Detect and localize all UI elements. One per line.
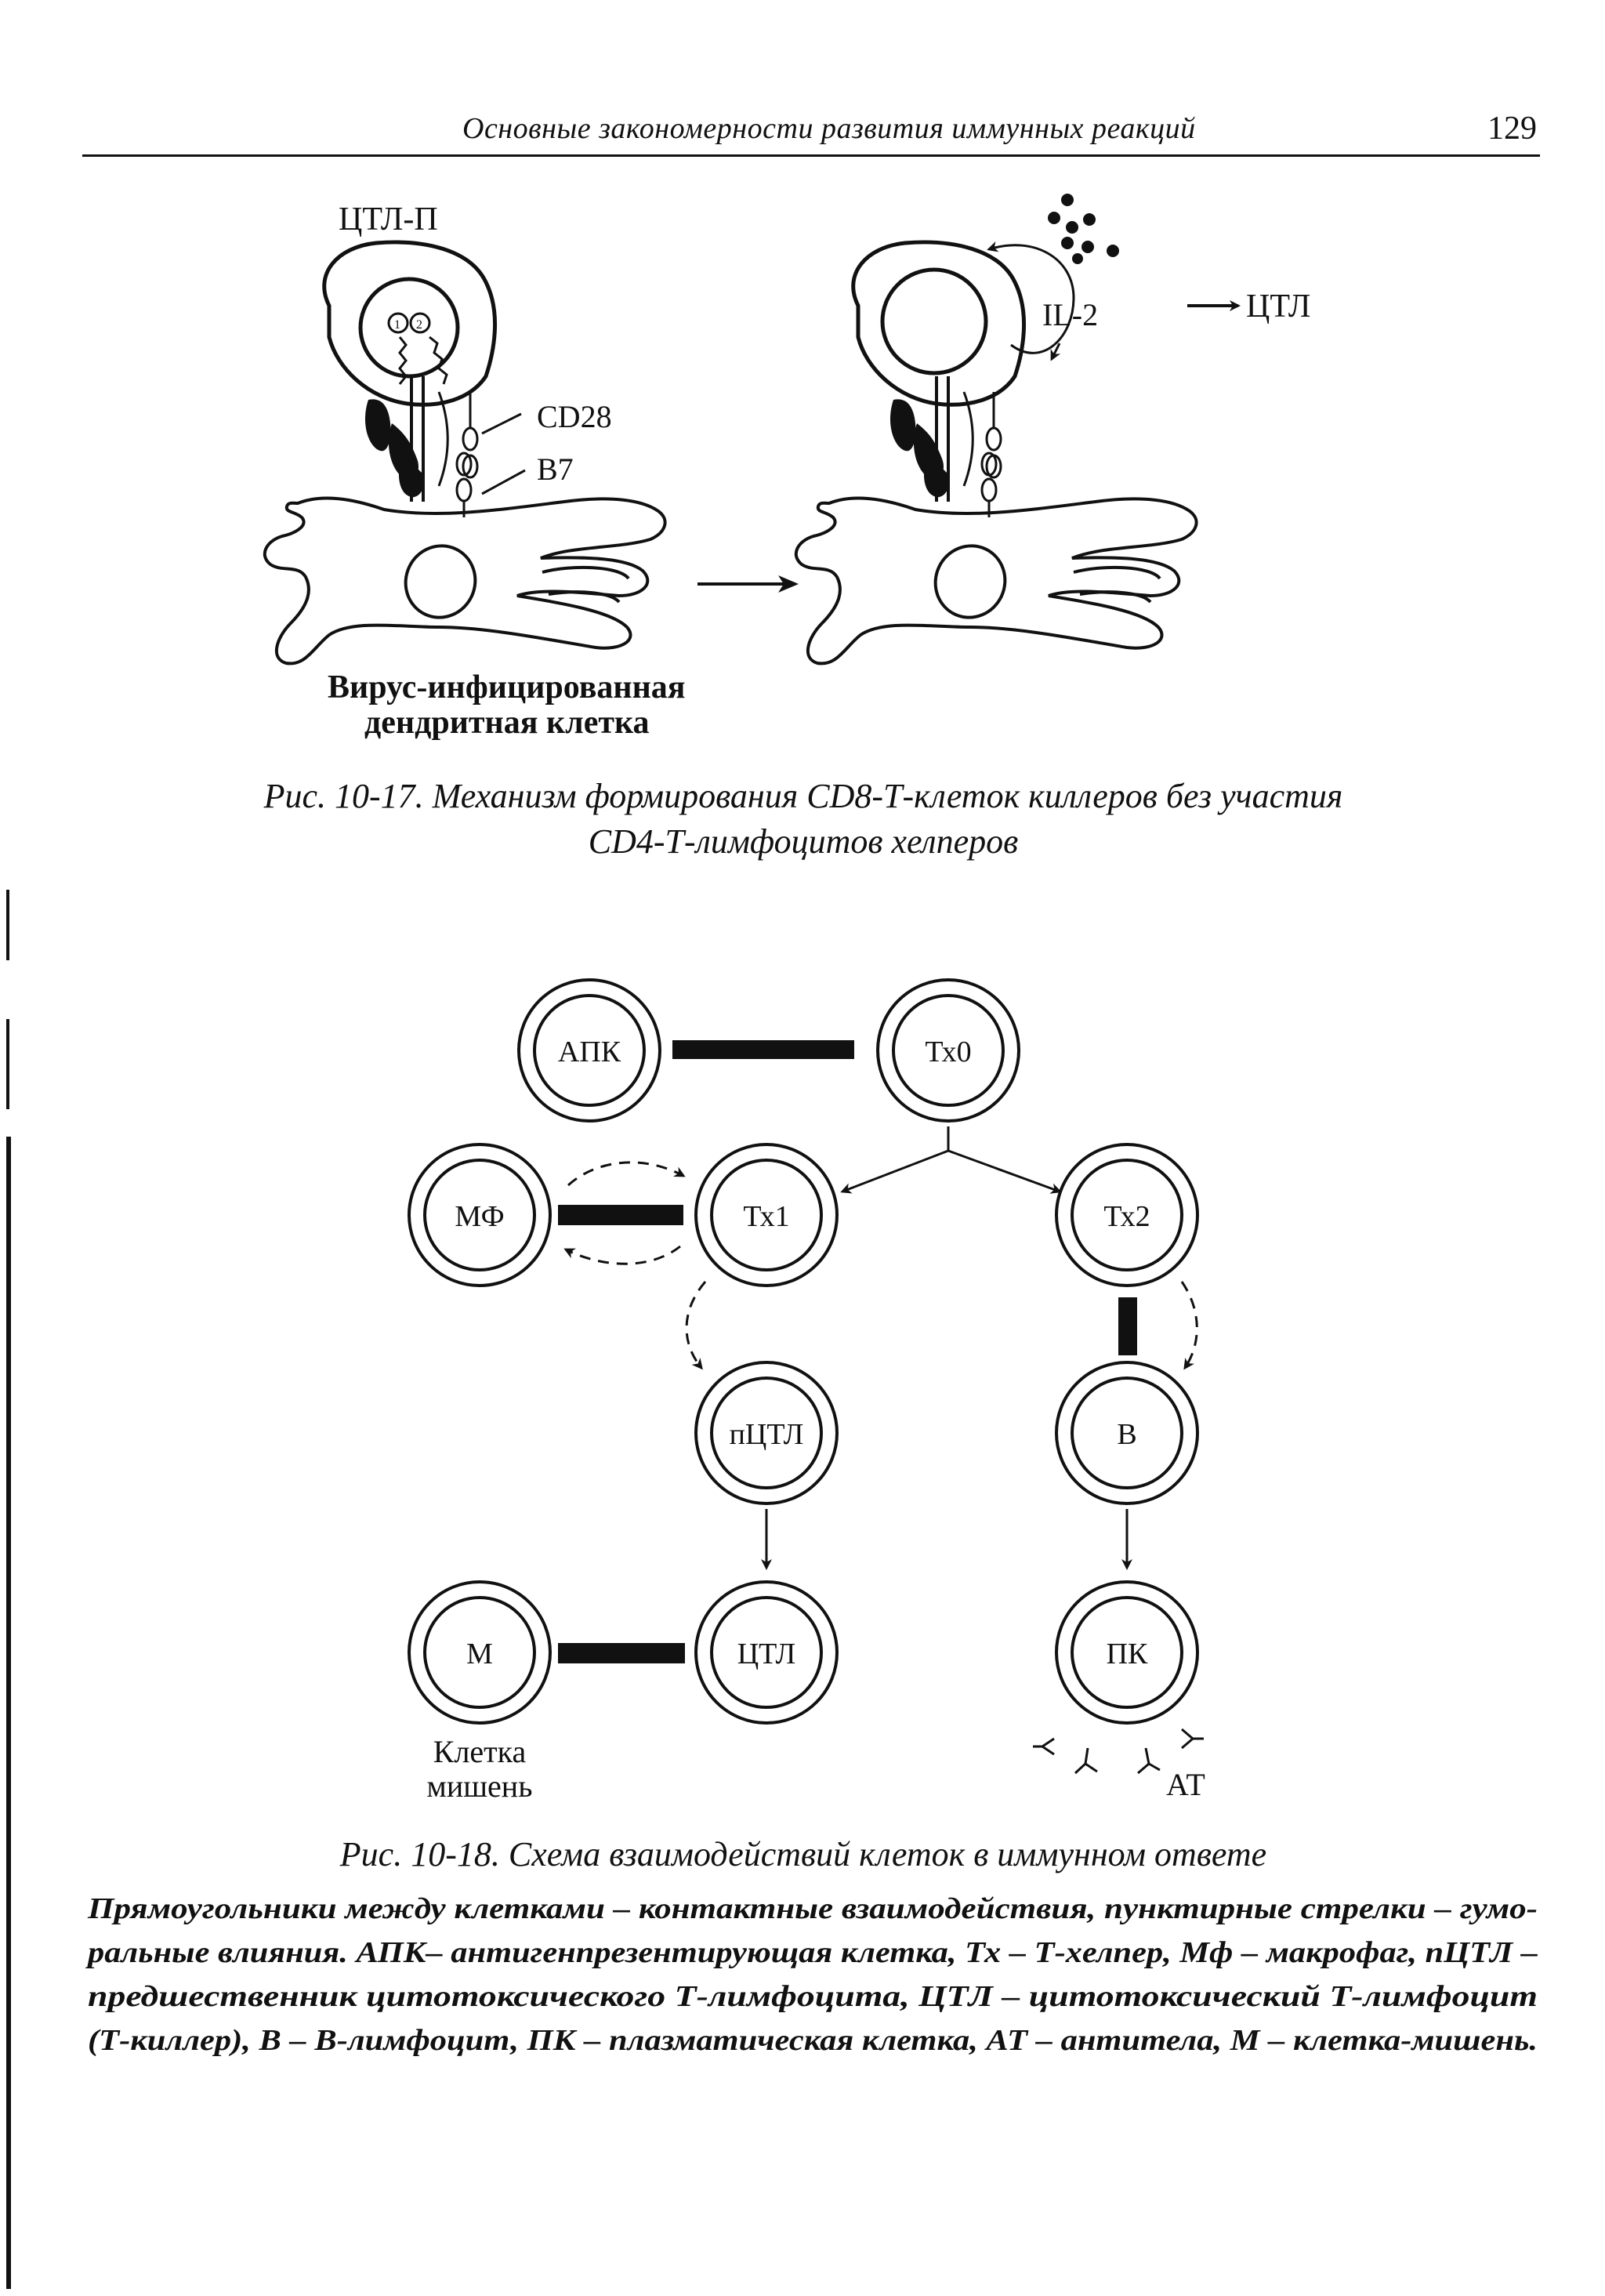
il2-autocrine-arrow <box>987 241 1075 354</box>
cell-mf-label: МФ <box>455 1200 504 1233</box>
il2-label: IL-2 <box>1042 297 1098 332</box>
activated-t-cell <box>851 240 1027 517</box>
dendritic-cell-label-line2: дендритная клетка <box>364 705 650 741</box>
contact-th2-b <box>1118 1297 1137 1355</box>
page-number: 129 <box>1487 111 1537 147</box>
cell-b-label: B <box>1117 1418 1136 1451</box>
figure-18-description: Прямоугольники между клетками – контактн… <box>85 1892 1538 2057</box>
cell-m: M <box>408 1580 552 1725</box>
figure-18-caption: Рис. 10-18. Схема взаимодействий клеток … <box>339 1835 1266 1873</box>
cell-th1-label: Тх1 <box>743 1200 789 1233</box>
ctl-precursor-label: ЦТЛ-П <box>339 201 438 238</box>
dashed-arrow-th2-to-b <box>1180 1281 1198 1370</box>
dendritic-cell-label-line1: Вирус-инфицированная <box>328 669 686 705</box>
svg-text:2: 2 <box>416 318 422 332</box>
dashed-arrow-th1-to-pctl <box>685 1281 707 1370</box>
figure-10-18: АПК Тх0 МФ Тх1 Тх2 пЦТЛ <box>408 978 1205 1804</box>
cell-th1: Тх1 <box>694 1143 839 1287</box>
cell-ctl-label: ЦТЛ <box>737 1638 796 1670</box>
cell-th0-label: Тх0 <box>925 1036 971 1068</box>
ctl-precursor-cell: 1 2 <box>322 240 498 517</box>
il2-molecules <box>1048 194 1119 264</box>
cell-pk: ПК <box>1055 1580 1199 1725</box>
target-cell-label-line1: Клетка <box>433 1734 527 1769</box>
th0-branch-arrows <box>840 1126 1062 1194</box>
binding-mark <box>6 890 9 960</box>
dendritic-cell-left <box>263 496 667 666</box>
dendritic-cell-right <box>794 496 1198 666</box>
cell-pk-label: ПК <box>1107 1638 1148 1670</box>
cell-pctl-label: пЦТЛ <box>730 1418 804 1451</box>
target-cell-label-line2: мишень <box>427 1768 533 1804</box>
contact-mf-th1 <box>558 1205 683 1225</box>
b7-label: B7 <box>537 452 574 487</box>
cell-th0: Тх0 <box>876 978 1020 1123</box>
header-rule <box>82 154 1540 157</box>
figure-17-caption-line1: Рис. 10-17. Механизм формирования CD8-Т-… <box>263 777 1343 815</box>
cell-mf: МФ <box>408 1143 552 1287</box>
b7-pointer <box>481 469 526 495</box>
cell-th2-label: Тх2 <box>1103 1200 1150 1233</box>
il2-secretion-arrow <box>1050 343 1061 361</box>
cell-b: B <box>1055 1361 1199 1505</box>
binding-mark <box>6 1019 9 1109</box>
contact-apc-th0 <box>672 1040 854 1059</box>
description-line-3: предшественник цитотоксического Т-лимфоц… <box>88 1980 1538 2013</box>
ctl-result-label: ЦТЛ <box>1246 288 1310 325</box>
running-title: Основные закономерности развития иммунны… <box>462 112 1196 145</box>
cd28-label: CD28 <box>537 399 612 434</box>
antibody-icons <box>1033 1728 1204 1775</box>
description-line-1: Прямоугольники между клетками – контактн… <box>87 1892 1538 1925</box>
dashed-arrow-th1-to-mf <box>563 1245 681 1265</box>
figure-17-caption-line2: CD4-Т-лимфоцитов хелперов <box>589 822 1018 861</box>
cell-pctl: пЦТЛ <box>694 1361 839 1505</box>
cell-apc-label: АПК <box>558 1036 621 1068</box>
svg-text:1: 1 <box>394 318 400 332</box>
binding-edge <box>6 1137 11 2289</box>
cell-ctl: ЦТЛ <box>694 1580 839 1725</box>
figure-10-17: ЦТЛ-П 1 2 <box>263 194 1310 741</box>
cell-th2: Тх2 <box>1055 1143 1199 1287</box>
description-line-2: ральные влияния. АПК– антигенпрезентирую… <box>85 1936 1538 1969</box>
cell-apc: АПК <box>517 978 661 1123</box>
antibody-label: АТ <box>1166 1767 1205 1802</box>
cd28-pointer <box>481 412 522 435</box>
contact-m-ctl <box>558 1643 685 1663</box>
cell-m-label: M <box>466 1638 493 1670</box>
description-line-4: (Т-киллер), В – В-лимфоцит, ПК – плазмат… <box>88 2024 1538 2057</box>
dashed-arrow-mf-to-th1 <box>567 1161 686 1187</box>
